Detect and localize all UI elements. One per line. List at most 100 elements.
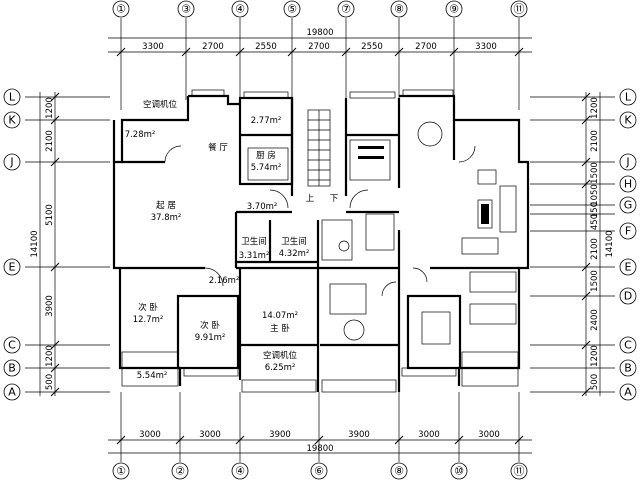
axis-top-5: ⑤ xyxy=(287,3,297,16)
dim-top-6: 2700 xyxy=(415,42,437,52)
ac-unit-bottom-area: 6.25m² xyxy=(265,363,296,373)
balcony-bottom-left-area: 5.54m² xyxy=(137,371,168,381)
dim-top-5: 2550 xyxy=(361,42,383,52)
dimension-text: 19800 3300 2700 2550 2700 2550 2700 3300… xyxy=(139,28,500,454)
axis-right-H: H xyxy=(624,178,632,191)
axis-left-J: J xyxy=(9,156,13,169)
dim-total-bottom: 19800 xyxy=(306,444,333,454)
stair-area: 3.70m² xyxy=(247,202,278,212)
living-room-label: 起 居 xyxy=(156,201,176,211)
axis-top-9: ⑨ xyxy=(449,3,459,16)
dim-right-3: 1500 xyxy=(590,162,600,184)
axis-left-A: A xyxy=(8,386,16,399)
dim-left-4: 3900 xyxy=(45,295,55,317)
axis-bottom-2: ② xyxy=(175,465,185,478)
master-bedroom-label: 主 卧 xyxy=(270,323,290,334)
ac-unit-bottom-label: 空调机位 xyxy=(263,350,298,361)
bathroom-2-area: 4.32m² xyxy=(279,249,310,259)
kitchen-small-area: 2.77m² xyxy=(251,116,282,126)
thin-lines xyxy=(121,89,519,393)
dim-top-2: 2700 xyxy=(202,42,224,52)
master-bedroom-area: 14.07m² xyxy=(262,311,298,321)
dim-top-3: 2550 xyxy=(255,42,277,52)
bathroom-1-area: 3.31m² xyxy=(239,251,270,261)
axis-labels: ① ③ ④ ⑤ ⑦ ⑧ ⑨ ⑪ ① ② ④ ⑥ ⑧ ⑩ ⑪ L K J E C … xyxy=(8,3,632,478)
axis-left-C: C xyxy=(8,339,16,352)
walls xyxy=(112,94,530,392)
axis-bottom-10: ⑩ xyxy=(454,465,464,478)
bathroom-1-label: 卫生间 xyxy=(241,236,267,247)
axis-right-E: E xyxy=(625,261,632,274)
dim-left-6: 500 xyxy=(45,374,55,390)
axis-top-4: ④ xyxy=(235,3,245,16)
axis-left-B: B xyxy=(8,362,16,375)
axis-top-3: ③ xyxy=(181,3,191,16)
axis-right-L: L xyxy=(625,91,632,104)
axis-right-G: G xyxy=(624,199,633,212)
dim-right-11: 500 xyxy=(590,374,600,390)
dim-bottom-1: 3000 xyxy=(139,430,161,440)
dim-left-total: 14100 xyxy=(30,230,40,257)
stair-down: 下 xyxy=(330,194,339,204)
room-labels: 空调机位 7.28m² 餐 厅 2.77m² 厨 房 5.74m² 3.70m²… xyxy=(125,99,339,381)
dim-right-8: 1500 xyxy=(590,270,600,292)
dimension-text-vertical: 1200 2100 5100 3900 1200 500 14100 1200 … xyxy=(30,97,615,390)
axis-right-J: J xyxy=(625,156,629,169)
dining-label: 餐 厅 xyxy=(208,143,228,153)
axis-bottom-4: ④ xyxy=(235,465,245,478)
axis-right-C: C xyxy=(624,339,632,352)
dim-bottom-6: 3000 xyxy=(478,430,500,440)
dim-right-5: 150 xyxy=(590,202,600,218)
dim-bottom-5: 3000 xyxy=(418,430,440,440)
dim-left-5: 1200 xyxy=(45,345,55,367)
balcony-top-left-area: 7.28m² xyxy=(125,130,156,140)
axis-bottom-6: ⑥ xyxy=(314,465,324,478)
fixtures-dark xyxy=(358,146,489,224)
axis-bubbles xyxy=(3,0,637,480)
kitchen-label: 厨 房 xyxy=(256,150,276,161)
axis-top-7: ⑦ xyxy=(341,3,351,16)
dim-right-10: 1200 xyxy=(590,345,600,367)
dim-right-total: 14100 xyxy=(605,230,615,257)
dim-top-1: 3300 xyxy=(142,42,164,52)
bedroom-2-area: 12.7m² xyxy=(133,315,164,325)
dim-right-7: 2100 xyxy=(590,238,600,260)
axis-bottom-8: ⑧ xyxy=(394,465,404,478)
bedroom-3-label: 次 卧 xyxy=(200,320,220,331)
axis-bottom-1: ① xyxy=(116,465,126,478)
axis-left-K: K xyxy=(8,114,16,127)
stair-up: 上 xyxy=(306,194,315,204)
axis-top-1: ① xyxy=(116,3,126,16)
dim-right-9: 2400 xyxy=(590,309,600,331)
axis-right-D: D xyxy=(624,290,632,303)
hall-area: 2.16m² xyxy=(209,276,240,286)
ac-unit-top-label: 空调机位 xyxy=(143,99,178,110)
dim-right-1: 1200 xyxy=(590,97,600,119)
dim-bottom-3: 3900 xyxy=(269,430,291,440)
axis-right-A: A xyxy=(624,386,632,399)
dim-left-1: 1200 xyxy=(45,97,55,119)
dim-left-2: 2100 xyxy=(45,130,55,152)
dim-top-4: 2700 xyxy=(308,42,330,52)
dim-right-4: 1050 xyxy=(590,184,600,206)
dim-bottom-2: 3000 xyxy=(199,430,221,440)
living-room-area: 37.8m² xyxy=(151,213,182,223)
dim-left-3: 5100 xyxy=(45,204,55,226)
axis-bottom-11: ⑪ xyxy=(514,465,525,478)
kitchen-area: 5.74m² xyxy=(251,163,282,173)
dim-right-2: 2100 xyxy=(590,130,600,152)
dim-bottom-4: 3900 xyxy=(348,430,370,440)
axis-right-K: K xyxy=(624,114,632,127)
axis-left-E: E xyxy=(9,261,16,274)
dimension-ticks xyxy=(50,47,591,445)
axis-top-8: ⑧ xyxy=(394,3,404,16)
bedroom-3-area: 9.91m² xyxy=(195,333,226,343)
axis-left-L: L xyxy=(9,91,16,104)
dim-total-top: 19800 xyxy=(306,28,333,38)
axis-right-F: F xyxy=(625,225,631,238)
axis-top-11: ⑪ xyxy=(514,3,525,16)
bedroom-2-label: 次 卧 xyxy=(138,302,158,313)
dim-right-6: 450 xyxy=(590,214,600,230)
bathroom-2-label: 卫生间 xyxy=(281,236,307,247)
